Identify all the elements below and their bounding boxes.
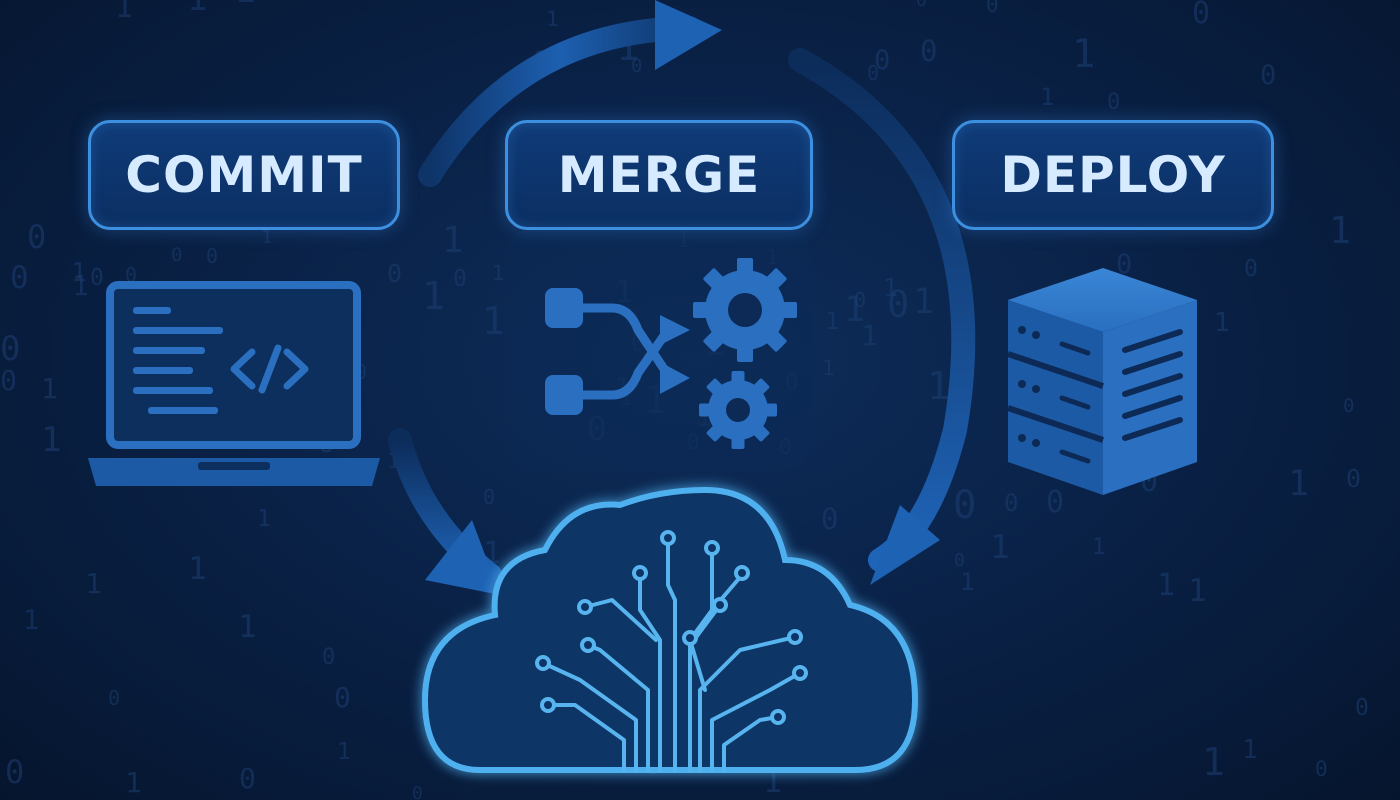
- binary-digit: 0: [1004, 489, 1018, 517]
- binary-digit: 0: [171, 244, 182, 266]
- binary-digit: 0: [1355, 695, 1369, 721]
- laptop-code-icon: [88, 281, 380, 486]
- binary-digit: 1: [482, 299, 505, 343]
- binary-digit: 1: [1242, 735, 1258, 765]
- cycle-arrows: [388, 0, 976, 595]
- binary-digit: 0: [867, 61, 879, 85]
- binary-digit: 0: [1107, 90, 1120, 115]
- top-cycle-arrow: [418, 16, 702, 187]
- binary-digit: 0: [920, 34, 937, 68]
- binary-digit: 1: [261, 226, 272, 248]
- binary-digit: 1: [927, 364, 950, 408]
- stage-deploy-label: DEPLOY: [952, 120, 1274, 230]
- binary-digit: 1: [1040, 83, 1054, 111]
- binary-digit: 1: [187, 0, 207, 19]
- binary-digit: 0: [854, 288, 866, 312]
- top-arrow-head: [655, 0, 722, 70]
- binary-digit: 1: [337, 739, 351, 765]
- binary-digit: 0: [334, 681, 351, 714]
- binary-digit: 0: [1315, 757, 1328, 781]
- binary-digit: 1: [234, 0, 256, 11]
- binary-digit: 1: [1072, 32, 1095, 77]
- binary-digit: 1: [1329, 209, 1351, 252]
- right-arrow-head: [870, 505, 940, 585]
- binary-digit: 1: [822, 356, 835, 380]
- binary-digit: 1: [1288, 464, 1309, 504]
- binary-digit: 0: [322, 645, 335, 670]
- binary-digit: 1: [422, 274, 445, 318]
- merge-gears-icon: [505, 230, 810, 470]
- binary-digit: 0: [954, 550, 965, 571]
- binary-digit: 0: [1343, 395, 1354, 417]
- binary-digit: 1: [115, 0, 133, 25]
- stage-merge-label: MERGE: [505, 120, 813, 230]
- binary-digit: 0: [1244, 256, 1258, 282]
- binary-digit: 1: [442, 220, 464, 261]
- binary-digit: 1: [1092, 535, 1105, 560]
- binary-digit: 1: [23, 605, 39, 636]
- binary-digit: 0: [953, 483, 976, 528]
- server-stack-icon: [1007, 268, 1197, 495]
- binary-digit: 0: [239, 762, 256, 795]
- binary-digit: 1: [1157, 568, 1175, 603]
- binary-digit: 0: [916, 0, 927, 11]
- binary-digit: 1: [492, 261, 504, 285]
- large-gear-icon: [693, 258, 797, 362]
- binary-digit: 0: [108, 686, 120, 710]
- binary-digit: 0: [1046, 485, 1064, 520]
- binary-digit: 1: [990, 527, 1010, 566]
- binary-digit: 0: [412, 783, 423, 800]
- binary-digit: 1: [1214, 308, 1230, 338]
- binary-digit: 1: [238, 609, 257, 645]
- binary-digit: 1: [72, 269, 89, 302]
- binary-digit: 0: [986, 0, 999, 17]
- binary-digit: 0: [1116, 249, 1132, 280]
- binary-digit: 1: [1202, 740, 1225, 784]
- binary-digit: 1: [913, 282, 934, 322]
- binary-digit: 1: [41, 372, 58, 405]
- stage-commit-label: COMMIT: [88, 120, 400, 230]
- binary-digit: 0: [206, 244, 218, 268]
- binary-digit: 1: [85, 567, 102, 600]
- left-arrow-head: [425, 520, 500, 595]
- binary-digit: 1: [188, 551, 207, 587]
- binary-digit: 0: [5, 753, 24, 791]
- binary-digit: 0: [387, 259, 402, 288]
- binary-digit: 0: [27, 218, 46, 256]
- binary-digit: 1: [546, 7, 559, 31]
- cloud-circuit-tree-icon: [421, 486, 919, 773]
- binary-digit: 1: [960, 568, 974, 596]
- binary-digit: 0: [1192, 0, 1210, 31]
- binary-digit: 1: [71, 258, 87, 288]
- binary-digit: 0: [10, 260, 29, 296]
- small-gear-icon: [699, 371, 777, 449]
- binary-digit: 1: [41, 420, 61, 460]
- binary-digit: 1: [257, 506, 271, 532]
- binary-digit: 0: [483, 485, 495, 509]
- binary-digit: 1: [861, 319, 878, 352]
- binary-digit: 1: [825, 307, 839, 335]
- binary-digit: 1: [883, 273, 898, 302]
- binary-digit: 0: [887, 283, 909, 326]
- binary-digit: 0: [90, 265, 104, 291]
- binary-digit: 0: [631, 55, 642, 77]
- binary-digit: 0: [0, 329, 20, 369]
- binary-digit: 0: [1346, 464, 1361, 493]
- binary-digit: 1: [125, 766, 142, 799]
- binary-digit: 0: [821, 502, 838, 536]
- binary-digit: 0: [874, 45, 890, 76]
- binary-digit: 0: [0, 364, 17, 397]
- binary-digit: 0: [453, 266, 467, 292]
- binary-digit: 1: [1188, 573, 1207, 609]
- binary-digit: 0: [1260, 60, 1276, 91]
- binary-digit: 1: [844, 290, 865, 330]
